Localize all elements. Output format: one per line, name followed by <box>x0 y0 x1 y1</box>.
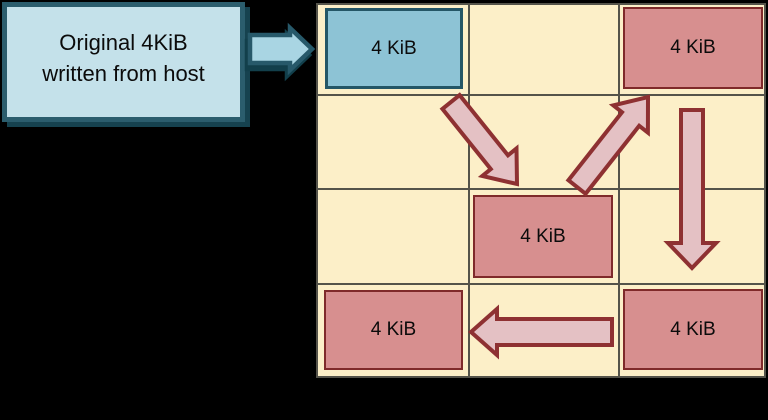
page-label: 4 KiB <box>670 37 716 58</box>
page-label: 4 KiB <box>520 225 566 247</box>
page-label: 4 KiB <box>670 318 716 340</box>
page-label: 4 KiB <box>371 37 417 59</box>
page-copy-middle: 4 KiB <box>473 195 613 278</box>
page-original-4kib: 4 KiB <box>325 8 463 89</box>
grid-row-divider-1 <box>318 94 764 96</box>
page-label: 4 KiB <box>370 319 417 340</box>
host-write-label-line1: Original 4KiB <box>59 30 188 55</box>
page-copy-top-right: 4 KiB <box>623 7 763 89</box>
grid-column-divider-2 <box>618 5 620 376</box>
grid-row-divider-2 <box>318 188 764 190</box>
page-copy-bottom-left: 4 KiB <box>324 290 463 370</box>
grid-row-divider-3 <box>318 283 764 285</box>
host-write-label-line2: written from host <box>42 61 205 86</box>
page-copy-bottom-right: 4 KiB <box>623 289 763 370</box>
grid-column-divider-1 <box>468 5 470 376</box>
host-to-flash-arrow-icon <box>244 22 316 82</box>
host-write-label: Original 4KiB written from host <box>42 27 205 89</box>
flash-block-grid: 4 KiB 4 KiB 4 KiB 4 KiB 4 KiB <box>316 3 766 378</box>
host-write-box: Original 4KiB written from host <box>2 2 245 122</box>
